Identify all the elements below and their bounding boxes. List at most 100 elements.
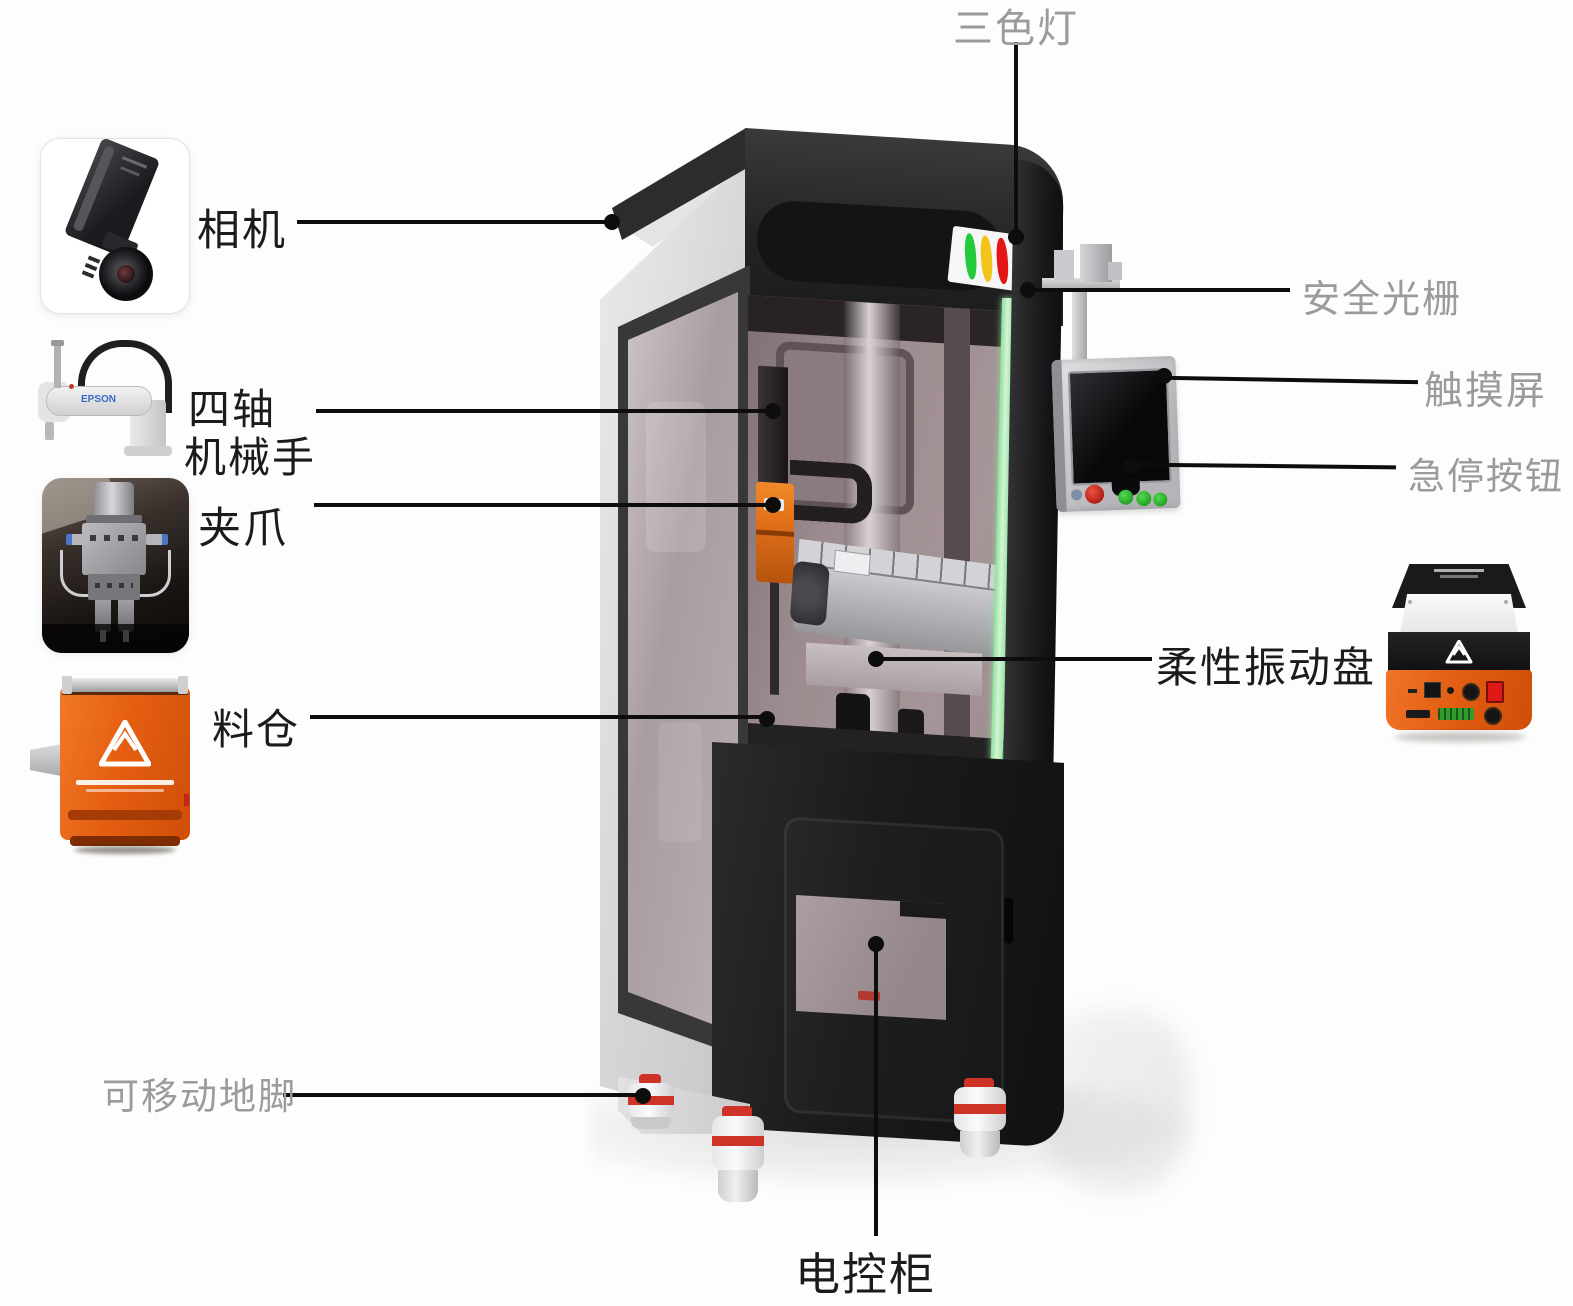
robot-cable-arc [78,340,172,413]
bin-logo [99,720,151,767]
left-window-glass [628,292,738,1034]
cabinet-door-window [796,894,946,1020]
machine-foot-left [628,1074,674,1130]
bin-red-detail [184,794,189,806]
monitor-screen [1067,368,1172,486]
gripper-bolt-row-2 [95,583,133,588]
leader-four-axis-robot [316,409,774,413]
robot-shaft-cap [51,340,64,346]
robot-indicator-dot [69,384,74,389]
gripper-bolt-row [90,535,138,541]
panel-button-green-2 [1136,490,1152,507]
linear-actuator [789,538,1011,659]
leader-control-cabinet [874,950,878,1236]
camera-prongs [81,255,101,279]
robot-shaft [54,342,61,388]
machine-bottom-cabinet [712,742,1064,1148]
leader-camera [297,220,614,224]
label-control-cabinet: 电控柜 [795,1249,937,1300]
leader-material-bin [310,715,768,719]
label-touch-screen: 触摸屏 [1424,370,1548,413]
dot-camera [604,214,620,230]
feeder-card-slot [1406,710,1430,718]
label-safety-light-curtain: 安全光栅 [1302,279,1463,321]
robot-tool-nub [45,422,54,440]
bracket-block-2 [1080,244,1112,282]
leader-movable-feet [283,1093,645,1097]
gripper-fitting-right [146,534,168,545]
feeder-round-connector-1 [1462,683,1480,701]
gripper-floor-shadow [42,624,189,653]
touchscreen-arm [1072,292,1087,374]
left-window-reflection [646,402,706,552]
feeder-screw-2 [1504,600,1508,604]
bracket-block-3 [1108,262,1122,280]
feeder-round-connector-2 [1484,707,1502,725]
machine-foot-center [712,1106,764,1206]
dot-four-axis-robot [765,403,781,419]
actuator-plate [833,549,871,577]
camera-photo [40,138,190,314]
label-four-axis-robot-line1: 四轴 [188,386,277,433]
leader-tricolor-light [1014,42,1018,238]
side-shadow [1040,1010,1190,1190]
dot-tricolor-light [1008,229,1024,245]
dot-touch-screen [1156,368,1172,384]
gripper-main-block [82,523,146,575]
actuator-rail [797,538,1011,593]
gripper-fitting-left [66,534,88,545]
bin-base [70,836,180,846]
gripper-cable-right [138,550,171,597]
gripper-top-cylinder [94,482,134,516]
bracket-block [1054,250,1074,280]
gripper-rod [770,582,779,695]
door-window-notch [900,901,946,919]
panel-button-green-1 [1117,489,1134,505]
dot-control-cabinet [868,936,884,952]
feeder-black-band [1388,632,1530,672]
touchscreen-bracket [1040,244,1122,294]
label-four-axis-robot-line2: 机械手 [184,434,317,481]
feeder-ethernet-port [1424,682,1441,698]
gripper-flange [86,515,142,523]
gripper-screw-left [100,630,106,642]
label-emergency-stop: 急停按钮 [1408,456,1564,497]
camera-side-face [72,144,116,233]
label-movable-feet: 可移动地脚 [102,1076,297,1117]
cabinet-door-handle [1004,897,1013,944]
dot-movable-feet [635,1088,651,1104]
material-bin-photo [30,676,195,856]
camera-lens-glass [117,265,135,283]
leader-safety-light-curtain [1036,288,1290,292]
leader-gripper [314,503,774,507]
robot-arm: EPSON [46,384,152,416]
feeder-orange-base [1386,670,1532,730]
feeder-top-text-line-2 [1440,575,1478,578]
scara-robot-photo: EPSON [30,340,195,465]
interior-pillar [844,301,900,760]
bin-text-line-2 [86,789,164,792]
feeder-shadow [1394,732,1526,742]
camera-detail-line-2 [120,166,140,177]
dot-material-bin [759,711,775,727]
label-material-bin: 料仓 [212,706,301,753]
dot-gripper [765,497,781,513]
camera-detail-line [121,156,148,169]
bin-shadow [74,846,176,854]
bin-corner-bracket-left [62,676,72,694]
feeder-power-switch [1486,681,1504,703]
label-tricolor-light: 三色灯 [953,7,1079,51]
gripper-mid-line [756,529,794,537]
robot-brand-text: EPSON [81,394,117,405]
leader-flexible-feeder [882,657,1152,661]
robot-base-flange [124,446,172,456]
machine-foot-right [954,1078,1006,1158]
gripper-lower-block [88,574,140,600]
feeder-screw-1 [1408,600,1412,604]
gripper-photo [42,478,189,653]
bin-corner-bracket-right [178,676,188,694]
bin-body [60,676,190,840]
label-gripper: 夹爪 [198,505,288,553]
